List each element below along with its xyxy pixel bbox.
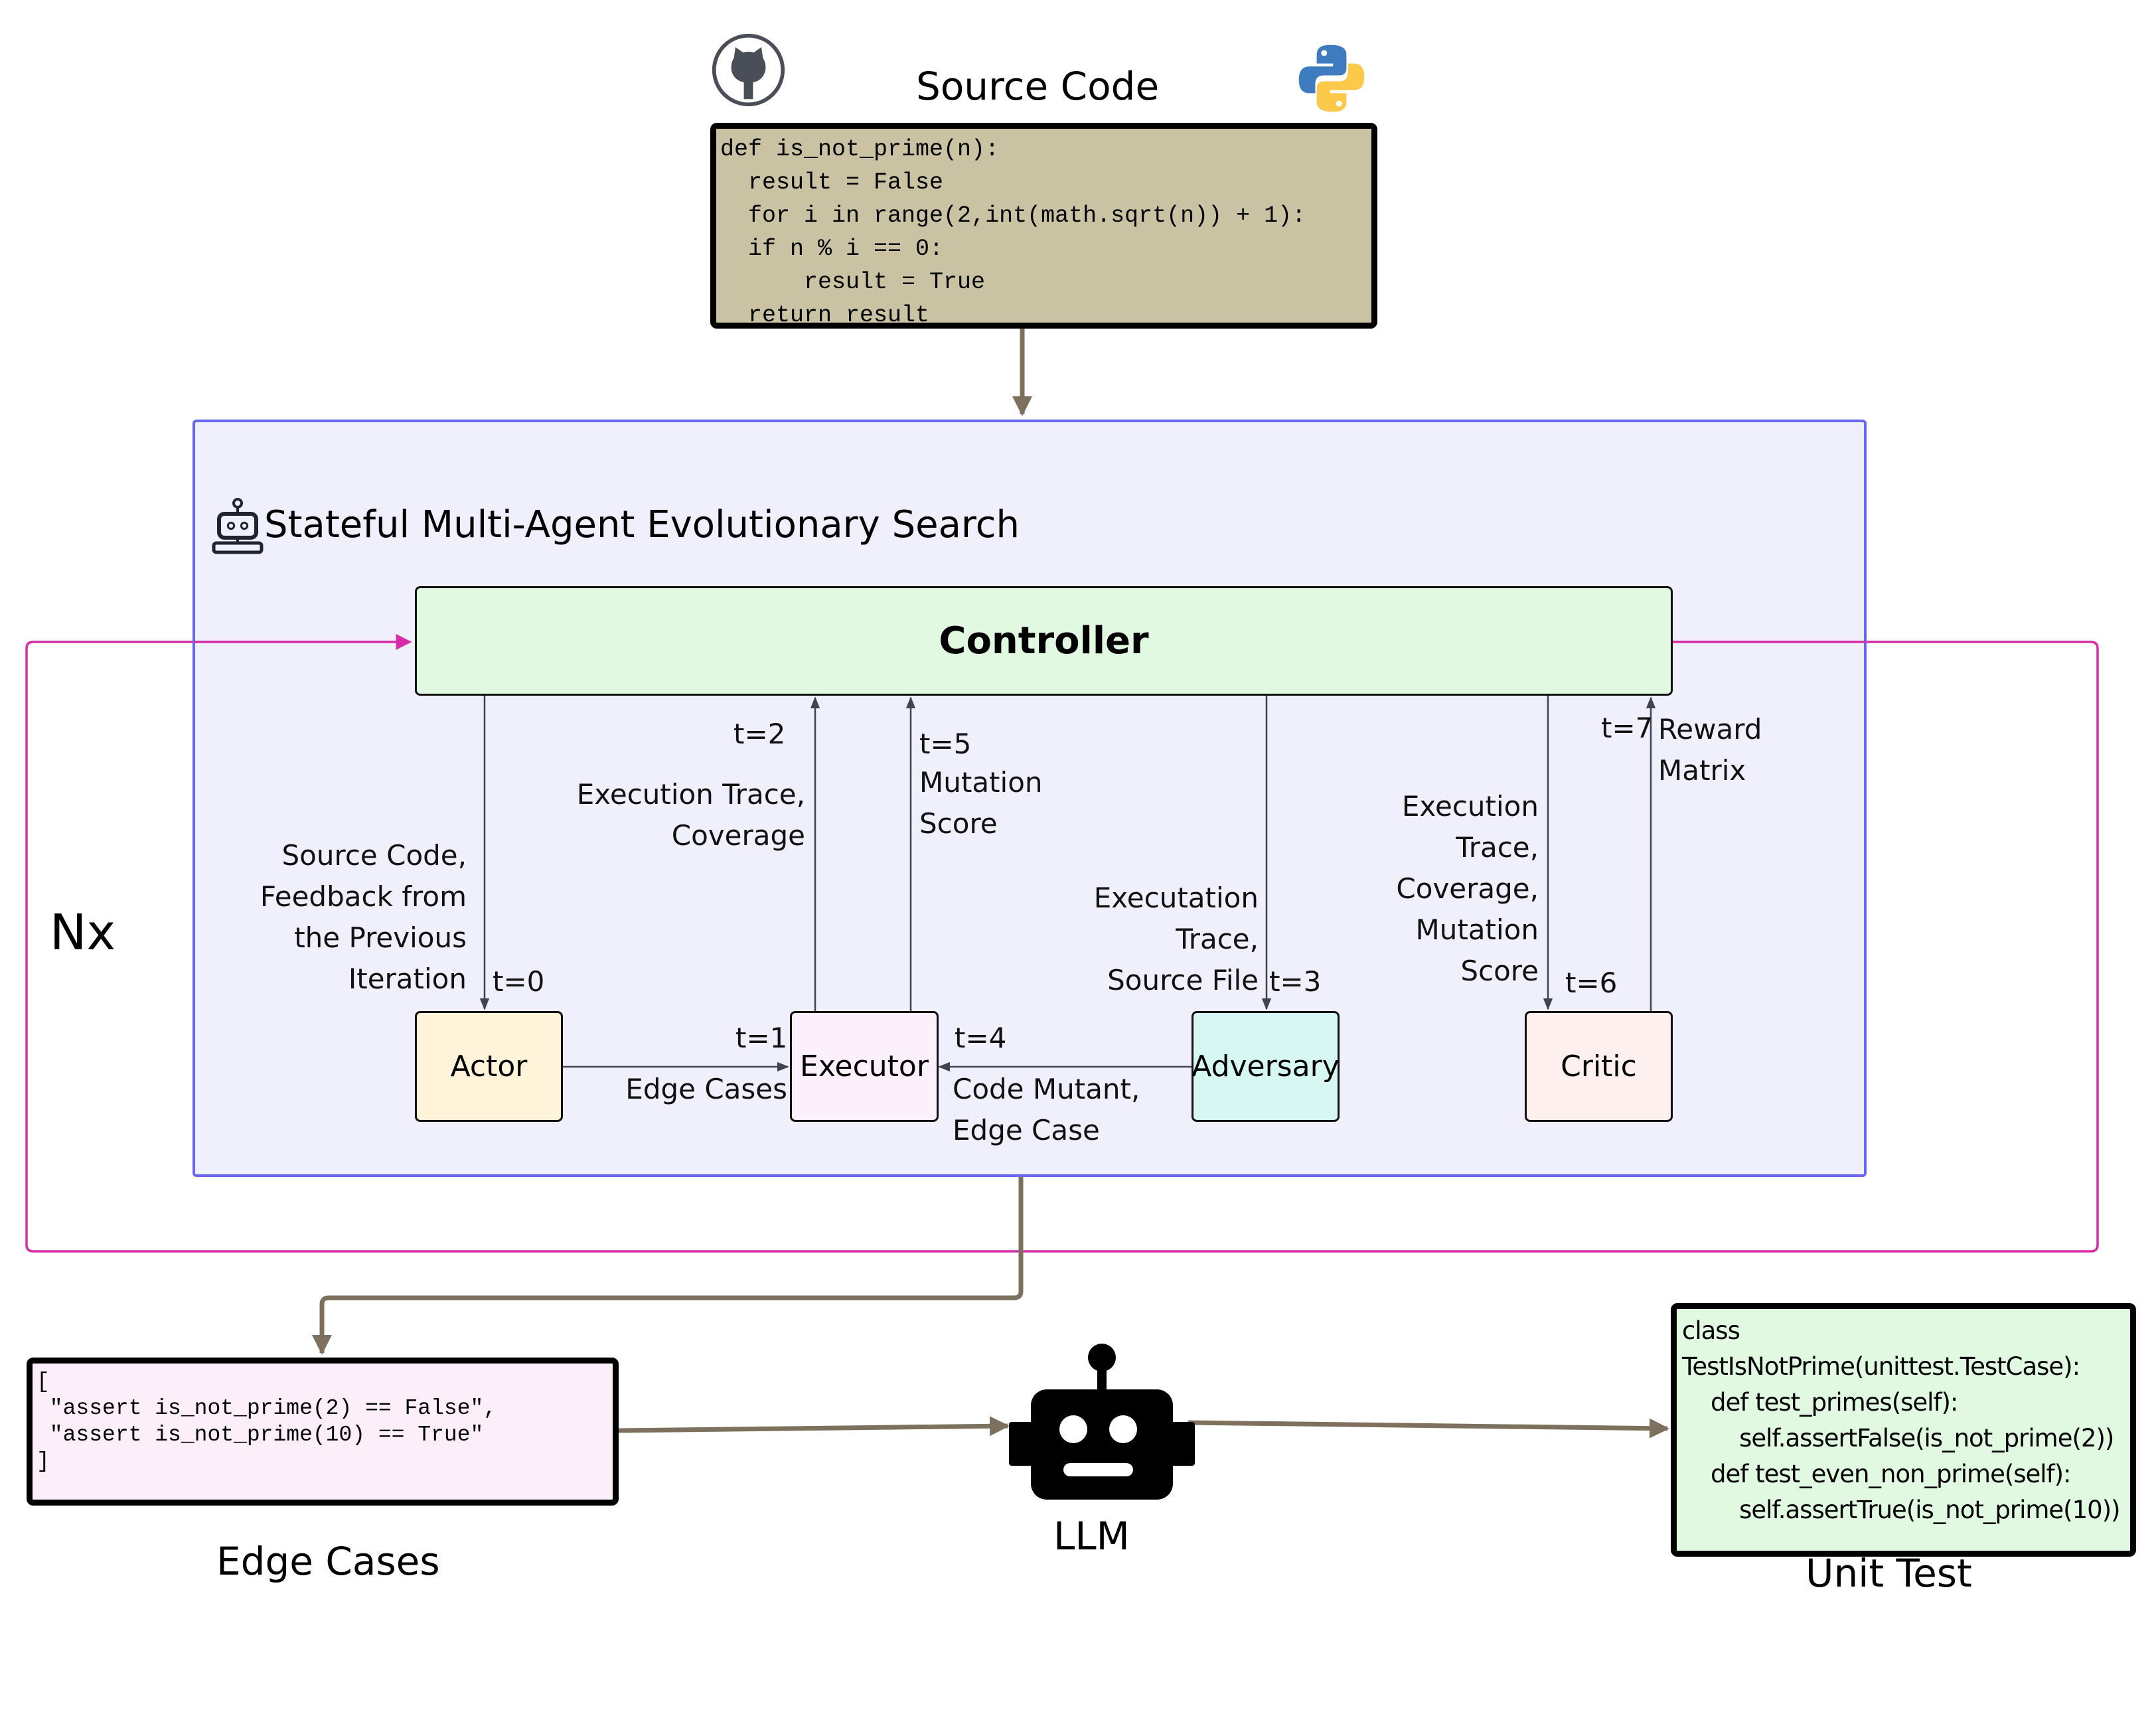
search-to-edge-cases-arrow [312,1177,1024,1355]
time-label-t2: t=2 [733,718,786,750]
time-label-t5: t=5 [919,728,972,760]
edge-label-t0: Source Code, Feedback from the Previous … [260,839,467,995]
actor-node[interactable]: Actor [415,1011,563,1122]
iteration-loop-connector [25,634,2099,1253]
time-label-t1: t=1 [735,1022,788,1054]
robot-icon [212,498,264,554]
source-code-box: def is_not_prime(n): result = False for … [710,123,1377,329]
time-label-t4: t=4 [955,1022,1007,1054]
edge-case-line: [ [37,1369,50,1394]
unit-test-line: self.assertFalse(is_not_prime(2)) [1682,1424,2114,1452]
time-label-t6: t=6 [1565,967,1618,999]
controller-label: Controller [939,619,1149,663]
critic-label: Critic [1561,1050,1637,1083]
edge-cases-text: [ "assert is_not_prime(2) == False", "as… [37,1369,613,1475]
adversary-label: Adversary [1192,1050,1340,1083]
source-code-line: result = True [720,269,986,295]
edge-label-t4: Code Mutant, Edge Case [953,1073,1140,1146]
unit-test-line: def test_primes(self): [1682,1388,1958,1417]
source-code-line: if n % i == 0: [720,236,944,262]
controller-node[interactable]: Controller [415,586,1673,696]
unit-test-line: self.assertTrue(is_not_prime(10)) [1682,1496,2120,1524]
iteration-count-label: Nx [50,904,116,961]
source-code-text: def is_not_prime(n): result = False for … [720,133,1371,332]
github-icon [712,33,785,107]
llm-title: LLM [1053,1514,1130,1559]
unit-test-line: TestIsNotPrime(unittest.TestCase): [1682,1352,2080,1381]
edge-cases-to-llm-arrow [618,1416,1010,1437]
python-icon [1298,44,1365,112]
adversary-node[interactable]: Adversary [1192,1011,1340,1122]
actor-label: Actor [450,1050,528,1083]
edge-label-t7: Reward Matrix [1658,713,1762,787]
source-code-line: for i in range(2,int(math.sqrt(n)) + 1): [720,202,1306,229]
edge-label-t3: Executation Trace, Source File [1093,882,1259,996]
source-code-title: Source Code [916,64,1160,109]
edge-case-line: ] [37,1449,50,1474]
edge-label-t6: Execution Trace, Coverage, Mutation Scor… [1396,790,1539,987]
unit-test-line: class [1682,1316,1740,1345]
edge-label-t5: Mutation Score [919,766,1043,840]
llm-to-unit-test-arrow [1188,1418,1669,1439]
edge-cases-box: [ "assert is_not_prime(2) == False", "as… [27,1358,619,1506]
search-group-title: Stateful Multi-Agent Evolutionary Search [264,503,1020,546]
edge-case-line: "assert is_not_prime(2) == False", [37,1396,497,1421]
time-label-t3: t=3 [1269,965,1322,998]
time-label-t7: t=7 [1601,712,1654,744]
unit-test-line: def test_even_non_prime(self): [1682,1460,2071,1488]
llm-robot-icon [1009,1344,1195,1500]
source-code-line: return result [720,302,930,329]
edge-label-t1: Edge Cases [625,1073,787,1105]
edge-case-line: "assert is_not_prime(10) == True" [37,1423,484,1447]
executor-label: Executor [800,1050,929,1083]
source-code-line: result = False [720,169,944,196]
unit-test-title: Unit Test [1806,1551,1972,1596]
edge-label-t2: Execution Trace, Coverage [576,778,805,852]
source-code-line: def is_not_prime(n): [720,136,1000,163]
edge-cases-title: Edge Cases [216,1539,440,1584]
critic-node[interactable]: Critic [1525,1011,1673,1122]
time-label-t0: t=0 [493,965,545,998]
executor-node[interactable]: Executor [790,1011,939,1122]
